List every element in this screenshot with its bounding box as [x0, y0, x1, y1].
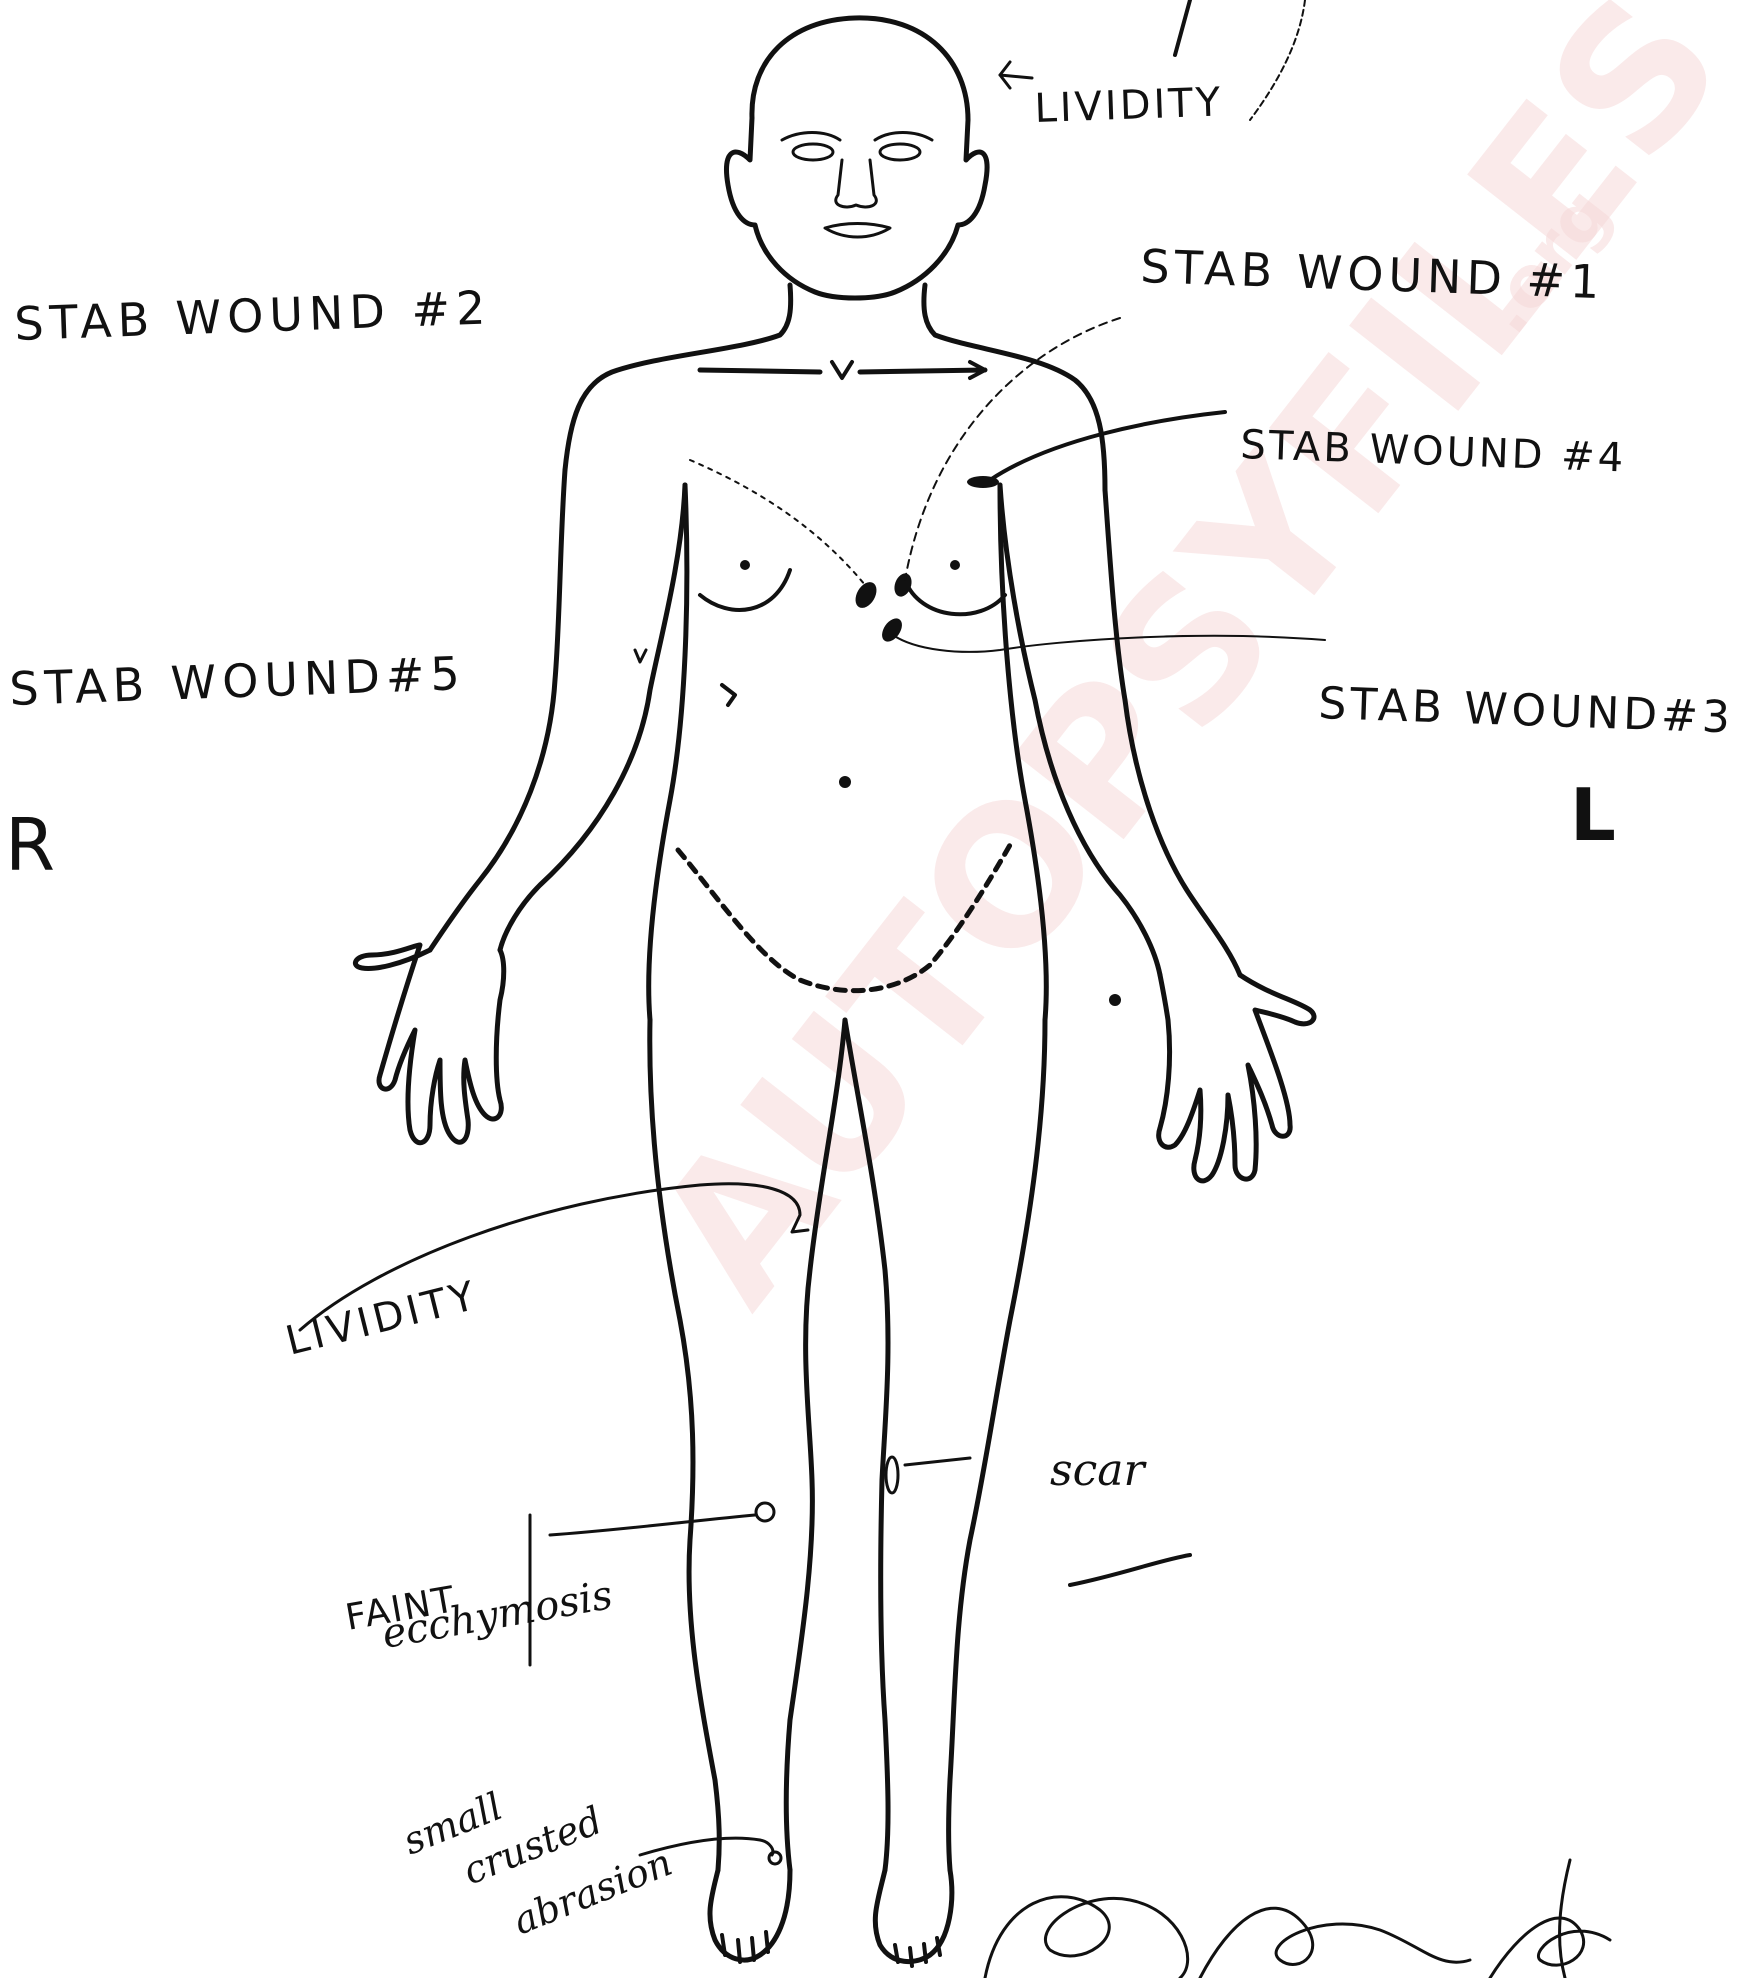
- eye-right: [793, 144, 833, 160]
- label-scar: scar: [1050, 1445, 1147, 1496]
- brow-left: [875, 133, 932, 141]
- nose: [836, 160, 877, 207]
- label-lividity-leg: LIVIDITY: [281, 1272, 483, 1364]
- ecchymosis-mark: [756, 1503, 774, 1521]
- side-label-right: R: [5, 803, 55, 887]
- head-outline: [727, 18, 988, 298]
- label-lividity-top: LIVIDITY: [1034, 79, 1224, 132]
- label-stab-wound-3: STAB WOUND#3: [1318, 678, 1735, 743]
- breast-left: [905, 580, 1005, 614]
- torso-right-side: [649, 485, 687, 1020]
- lividity-top-curve: [1250, 0, 1305, 120]
- leader-scar: [905, 1458, 970, 1465]
- eye-left: [880, 144, 920, 160]
- leg-left-outer: [949, 1020, 1046, 1870]
- mouth: [825, 224, 890, 238]
- nipple-left: [950, 560, 960, 570]
- side-label-left: L: [1570, 773, 1616, 857]
- signature: [985, 1897, 1610, 1978]
- brow-right: [782, 133, 840, 141]
- wound-mark-hand: [1109, 994, 1121, 1006]
- wound-mark-5: [722, 685, 735, 705]
- wound-mark-side: [635, 650, 646, 662]
- leader-ecchymosis: [550, 1515, 755, 1535]
- label-stab-wound-2: STAB WOUND #2: [13, 280, 492, 351]
- wound-mark-2: [891, 571, 914, 599]
- navel: [839, 776, 851, 788]
- hand-left: [1159, 975, 1314, 1181]
- scar-mark: [886, 1457, 898, 1493]
- clavicle-notch: [832, 362, 852, 378]
- scar-underline: [1070, 1555, 1190, 1585]
- label-stab-wound-5: STAB WOUND#5: [8, 646, 466, 716]
- neck-right: [565, 285, 791, 470]
- nipple-right: [740, 560, 750, 570]
- leader-stab-2: [690, 460, 865, 585]
- abrasion-mark: [769, 1852, 781, 1864]
- neck-left: [924, 285, 1105, 490]
- hand-right: [355, 945, 503, 1143]
- face: [782, 133, 932, 238]
- arrow-lividity-top: [1000, 62, 1032, 88]
- clavicle-line: [700, 370, 985, 372]
- top-pen-mark: [1175, 0, 1190, 55]
- wound-mark-1: [851, 578, 881, 611]
- breast-right: [700, 570, 790, 610]
